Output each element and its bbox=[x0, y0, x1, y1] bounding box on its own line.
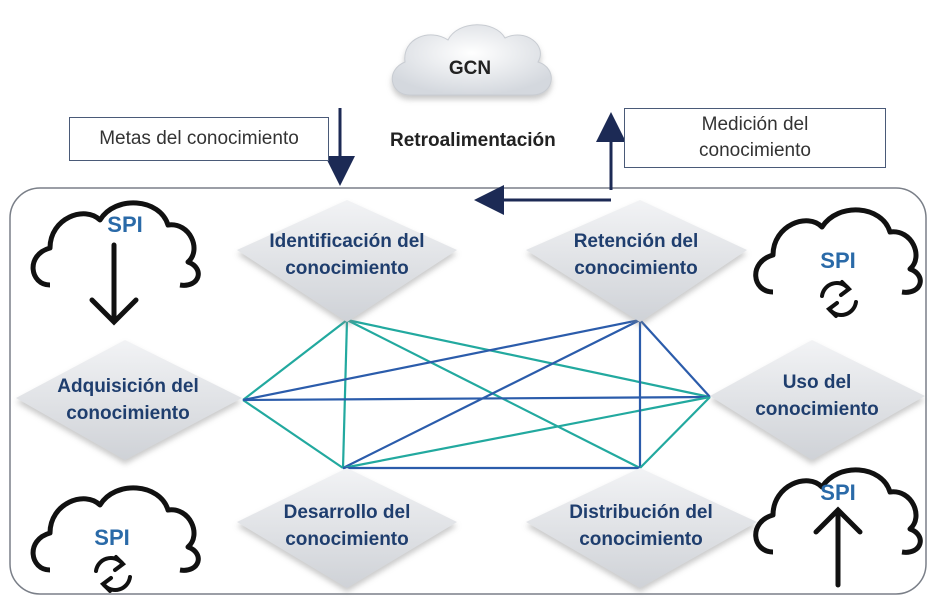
measurement-label-line2: conocimiento bbox=[699, 140, 811, 161]
distribution-diamond bbox=[526, 468, 757, 588]
goals-label: Metas del conocimiento bbox=[99, 128, 299, 150]
development-diamond bbox=[237, 468, 457, 588]
spi-label: SPI bbox=[820, 480, 855, 505]
retention-label-line2: conocimiento bbox=[574, 257, 698, 279]
identification-diamond bbox=[237, 200, 457, 322]
upload-arrow-icon bbox=[813, 506, 863, 588]
spi-cloud-top-right bbox=[753, 207, 923, 295]
acquisition-label-line2: conocimiento bbox=[66, 402, 190, 424]
process-network bbox=[242, 318, 711, 470]
gcn-label: GCN bbox=[449, 58, 491, 79]
spi-label: SPI bbox=[94, 525, 129, 550]
gcn-cloud bbox=[391, 24, 552, 96]
distribution-label-line1: Distribución del bbox=[569, 502, 713, 523]
spi-label: SPI bbox=[107, 212, 142, 237]
retention-label: Retención del conocimiento bbox=[536, 229, 736, 282]
development-label-line1: Desarrollo del bbox=[283, 502, 411, 523]
process-frame bbox=[9, 187, 927, 595]
acquisition-label-line1: Adquisición del bbox=[57, 376, 199, 397]
acquisition-label: Adquisición del conocimiento bbox=[28, 374, 228, 427]
use-label-line1: Uso del bbox=[782, 372, 852, 393]
spi-cloud-bottom-left bbox=[30, 485, 201, 573]
use-diamond bbox=[710, 340, 925, 460]
identification-label-line1: Identificación del bbox=[269, 231, 425, 252]
goals-box: Metas del conocimiento bbox=[69, 117, 329, 161]
acquisition-diamond bbox=[16, 340, 242, 460]
distribution-label: Distribución del conocimiento bbox=[541, 500, 741, 553]
download-arrow-icon bbox=[89, 242, 139, 326]
retention-label-line1: Retención del bbox=[573, 231, 699, 252]
measurement-label-line1: Medición del bbox=[701, 114, 809, 136]
use-label: Uso del conocimiento bbox=[717, 370, 917, 423]
use-label-line2: conocimiento bbox=[755, 398, 879, 420]
measurement-box: Medición del conocimiento bbox=[624, 108, 886, 168]
distribution-label-line2: conocimiento bbox=[579, 528, 703, 550]
identification-label-line2: conocimiento bbox=[285, 257, 409, 279]
identification-label: Identificación del conocimiento bbox=[247, 229, 447, 282]
sync-icon bbox=[94, 555, 132, 593]
retention-diamond bbox=[526, 200, 747, 322]
development-label-line2: conocimiento bbox=[285, 528, 409, 550]
feedback-label: Retroalimentación bbox=[390, 130, 556, 151]
sync-icon bbox=[820, 280, 858, 318]
development-label: Desarrollo del conocimiento bbox=[247, 500, 447, 553]
spi-label: SPI bbox=[820, 248, 855, 273]
